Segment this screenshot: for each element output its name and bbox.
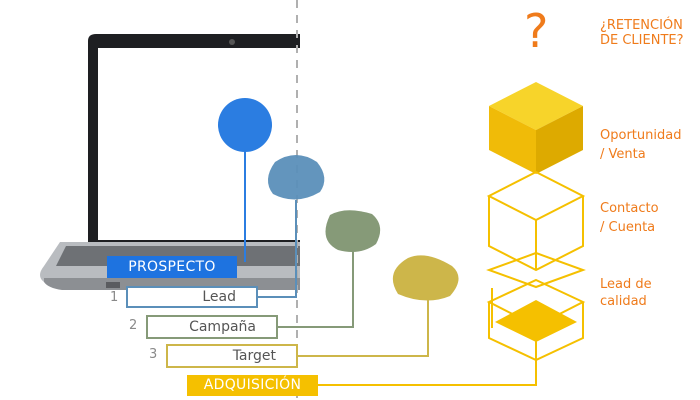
stage-contacto-line2: / Cuenta	[600, 220, 656, 235]
question-mark-icon: ?	[524, 4, 549, 58]
laptop-illustration	[40, 34, 300, 290]
blue-circle-blob	[218, 98, 272, 152]
step-number-1: 1	[110, 290, 119, 305]
prospecto-label: PROSPECTO	[107, 256, 237, 278]
olive-blob	[392, 255, 459, 301]
stage-lead-calidad-line1: Lead de	[600, 277, 652, 292]
stage-oportunidad-line1: Oportunidad	[600, 128, 682, 143]
step-target-box: Target	[166, 344, 298, 368]
stage-contacto-line1: Contacto	[600, 201, 659, 216]
step-number-3: 3	[149, 347, 158, 362]
cube-stack	[486, 82, 586, 362]
step-number-2: 2	[129, 318, 138, 333]
step-lead-box: Lead	[126, 286, 258, 308]
stage-oportunidad-line2: / Venta	[600, 147, 646, 162]
retention-title-line1: ¿RETENCIÓN	[600, 18, 683, 33]
retention-title-line2: DE CLIENTE?	[600, 33, 684, 48]
steel-blue-blob	[267, 155, 325, 200]
adquisicion-label: ADQUISICIÓN	[187, 375, 318, 396]
green-blob	[325, 210, 381, 252]
step-campana-box: Campaña	[146, 315, 278, 339]
stage-lead-calidad-line2: calidad	[600, 294, 647, 309]
